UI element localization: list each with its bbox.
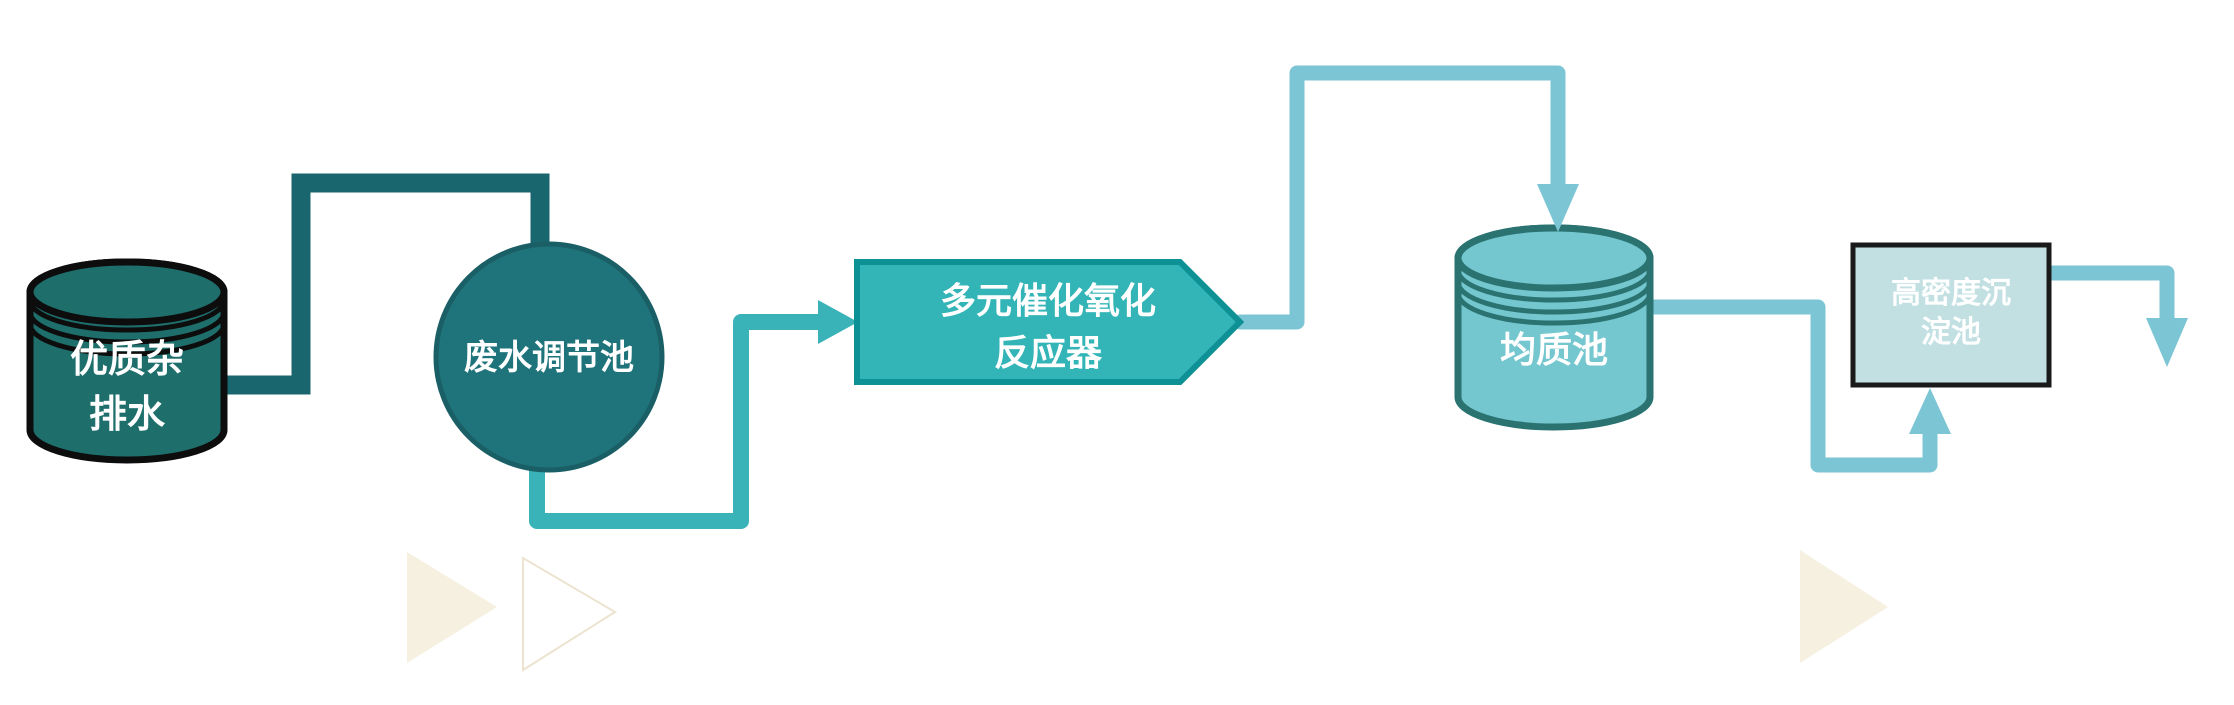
sedimentation-tank-rect xyxy=(1850,242,2052,388)
homogenizing-pool-ring-1 xyxy=(1455,269,1653,303)
sedimentation-tank-label-line2: 淀池 xyxy=(1921,316,1981,349)
node-source-tank: 优质杂 排水 xyxy=(26,258,228,464)
node-reactor: 多元催化氧化 反应器 xyxy=(854,259,1245,385)
homogenizing-pool-ring-2 xyxy=(1455,281,1653,315)
source-tank-ring-3 xyxy=(27,323,227,357)
homogenizing-pool-label: 均质池 xyxy=(1500,329,1608,370)
source-tank-ring-1 xyxy=(27,299,227,333)
arrowhead-outflow xyxy=(2146,318,2188,367)
node-sedimentation-tank: 高密度沉 淀池 xyxy=(1850,242,2052,388)
node-regulating-pool: 废水调节池 xyxy=(433,241,665,473)
connector-reactor-to-tank2 xyxy=(1232,65,1566,330)
reactor-label-line2: 反应器 xyxy=(994,332,1103,373)
connector-tank2-to-rect xyxy=(1644,299,1938,473)
homogenizing-pool-ring-3 xyxy=(1455,292,1653,326)
watermark-triangle-left-filled xyxy=(407,552,497,663)
sedimentation-tank-label-line1: 高密度沉 xyxy=(1891,276,2011,310)
source-tank-label-line2: 排水 xyxy=(89,394,166,436)
reactor-chevron xyxy=(854,259,1245,385)
reactor-label-line1: 多元催化氧化 xyxy=(940,280,1156,321)
watermark-triangle-right-filled xyxy=(1800,550,1888,663)
homogenizing-pool-top xyxy=(1454,224,1654,292)
regulating-pool-label: 废水调节池 xyxy=(464,339,634,377)
regulating-pool-circle xyxy=(433,241,665,473)
connector-pool-to-reactor xyxy=(529,314,830,529)
source-tank-label-line1: 优质杂 xyxy=(70,339,184,381)
source-tank-ring-2 xyxy=(27,311,227,345)
arrowhead-into-tank2 xyxy=(1537,184,1579,232)
watermark-triangle-left-outline xyxy=(522,556,617,672)
connector-tank-to-pool xyxy=(225,173,550,395)
node-homogenizing-pool: 均质池 xyxy=(1454,224,1654,431)
source-tank-top xyxy=(26,258,228,326)
connector-rect-outflow xyxy=(2044,265,2175,328)
arrowhead-into-reactor xyxy=(818,300,858,344)
arrowhead-into-rect xyxy=(1909,388,1951,434)
